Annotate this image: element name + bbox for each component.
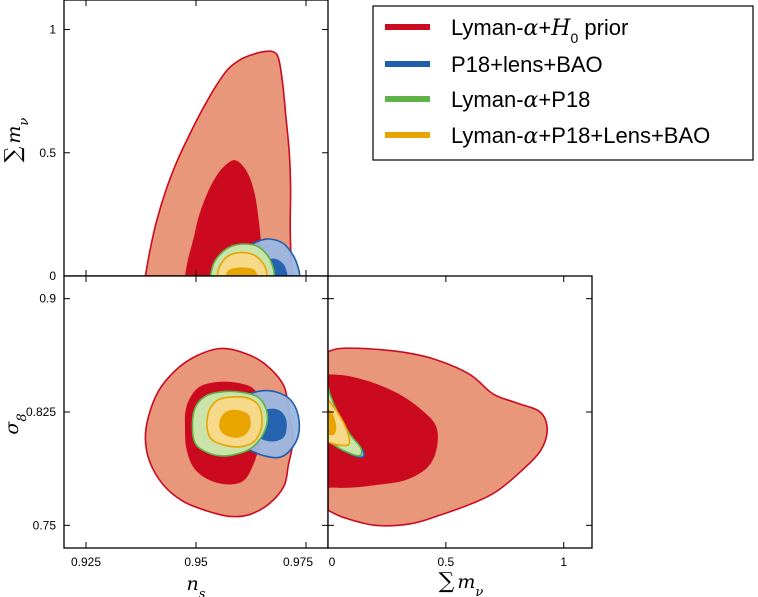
- legend-entry-lyman-p18-lens-bao: Lyman-α+P18+Lens+BAO: [385, 123, 710, 149]
- x-tick-label: 1: [560, 555, 567, 569]
- y-tick-label: 0.75: [33, 518, 57, 532]
- xlabel-ns: ns: [187, 573, 206, 597]
- svg-text:Lyman-α+H0 prior: Lyman-α+H0 prior: [451, 15, 628, 46]
- contour-68-lyman-p18-lens-bao: [225, 267, 258, 276]
- svg-text:σ8: σ8: [1, 413, 30, 434]
- x-tick-label: 0.925: [71, 555, 101, 569]
- panel-ns-mnu: 00.51: [39, 0, 329, 283]
- y-tick-label: 1: [49, 23, 56, 37]
- y-tick-label: 0.9: [39, 292, 56, 306]
- svg-text:P18+lens+BAO: P18+lens+BAO: [451, 52, 603, 77]
- legend-entry-p18-lens-bao: P18+lens+BAO: [385, 52, 603, 77]
- y-tick-label: 0.5: [39, 146, 56, 160]
- contour-group: [144, 347, 301, 518]
- x-tick-label: 0.5: [438, 555, 455, 569]
- svg-text:Lyman-α+P18+Lens+BAO: Lyman-α+P18+Lens+BAO: [451, 123, 710, 149]
- y-tick-label: 0: [49, 269, 56, 283]
- ylabel-mnu: ∑mν: [1, 118, 32, 163]
- panel-ns-sigma8: 0.925 0.95 0.975 0.75 0.825 0.9: [26, 275, 329, 569]
- legend-box: [372, 5, 754, 161]
- legend-entry-lyman-p18: Lyman-α+P18: [385, 87, 590, 113]
- xlabel-mnu: ∑mν: [439, 569, 484, 597]
- contour-group: [328, 347, 549, 527]
- x-tick-label: 0: [329, 555, 336, 569]
- x-tick-label: 0.95: [184, 555, 208, 569]
- contour-68-lyman-h0-prior: [328, 374, 438, 488]
- legend-entry-lyman-h0: Lyman-α+H0 prior: [385, 15, 628, 46]
- svg-text:Lyman-α+P18: Lyman-α+P18: [451, 87, 590, 113]
- contour-group: [144, 50, 301, 276]
- legend: Lyman-α+H0 prior P18+lens+BAO Lyman-α+P1…: [372, 5, 754, 161]
- ylabel-sigma8: σ8: [1, 413, 30, 434]
- x-tick-label: 0.975: [283, 555, 313, 569]
- y-tick-label: 0.825: [26, 405, 56, 419]
- contour-68-lyman-p18-lens-bao: [219, 409, 251, 438]
- svg-text:∑mν: ∑mν: [1, 118, 32, 163]
- contour-68-lyman-p18-lens-bao: [328, 409, 337, 436]
